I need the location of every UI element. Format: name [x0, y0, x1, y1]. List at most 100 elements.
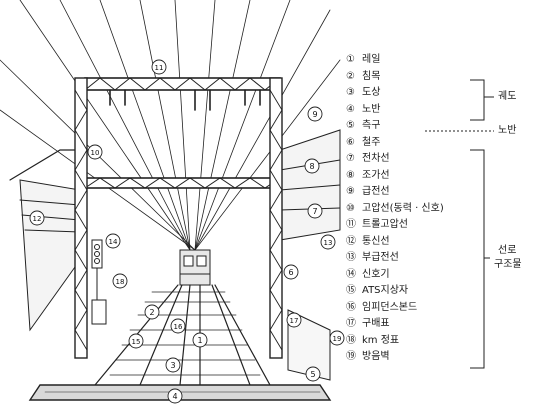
legend-number: ④ — [346, 103, 355, 115]
legend-label: 노반 — [362, 103, 381, 115]
legend-number: ⑦ — [346, 153, 355, 164]
legend-label: 레일 — [362, 54, 381, 65]
track — [94, 284, 271, 386]
callout-13: 13 — [320, 234, 336, 250]
legend-number: ⑩ — [346, 202, 355, 214]
legend-item: ④ 노반 — [346, 103, 380, 117]
legend-item: ⑥ 철주 — [346, 136, 380, 150]
svg-text:4: 4 — [172, 392, 177, 401]
legend-label: 측구 — [362, 120, 381, 131]
svg-text:8: 8 — [309, 162, 314, 171]
overhead-wires — [0, 0, 341, 251]
legend-label: ATS지상자 — [362, 285, 409, 296]
right-embankment — [279, 129, 341, 241]
callout-14: 14 — [105, 233, 121, 249]
legend-label: 신호기 — [362, 268, 390, 280]
legend-number: ⑪ — [346, 219, 356, 230]
legend-number: ⑮ — [346, 285, 356, 296]
svg-text:6: 6 — [288, 268, 293, 277]
callout-5: 5 — [305, 366, 321, 382]
noise-wall — [287, 309, 331, 381]
legend-number: ⑬ — [346, 252, 356, 263]
callout-9: 9 — [307, 106, 323, 122]
callout-10: 10 — [87, 144, 103, 160]
svg-text:2: 2 — [149, 308, 154, 317]
legend-label: 임피던스본드 — [362, 301, 418, 313]
svg-text:3: 3 — [170, 361, 175, 370]
legend-number: ⑭ — [346, 268, 356, 280]
legend-item: ⑬ 부급전선 — [346, 251, 399, 265]
legend-number: ⑧ — [346, 169, 355, 181]
callout-16: 16 — [170, 318, 186, 334]
callout-15: 15 — [128, 333, 144, 349]
train — [179, 249, 211, 286]
legend-item: ⑱ km 정표 — [346, 334, 399, 348]
svg-text:1: 1 — [197, 336, 202, 345]
legend-label: 침목 — [362, 70, 381, 82]
legend-label: 전차선 — [362, 153, 390, 164]
legend-number: ⑰ — [346, 318, 356, 329]
group-label-track: 궤도 — [498, 91, 517, 102]
legend-label: km 정표 — [362, 334, 400, 346]
svg-text:10: 10 — [91, 149, 100, 157]
legend-label: 조가선 — [362, 169, 390, 181]
callout-1: 1 — [192, 332, 208, 348]
callout-17: 17 — [286, 312, 302, 328]
legend-number: ① — [346, 54, 355, 65]
legend-item: ⑫ 통신선 — [346, 235, 390, 249]
legend-label: 통신선 — [362, 235, 390, 247]
legend-label: 급전선 — [362, 186, 390, 197]
callout-19: 19 — [329, 330, 345, 346]
legend-number: ⑲ — [346, 351, 356, 362]
legend-number: ⑥ — [346, 136, 355, 148]
legend-label: 트롤고압선 — [362, 219, 408, 230]
legend-item: ⑤ 측구 — [346, 119, 380, 133]
callout-18: 18 — [112, 273, 128, 289]
legend-label: 구배표 — [362, 318, 390, 329]
svg-text:14: 14 — [109, 238, 118, 246]
callout-7: 7 — [307, 203, 323, 219]
legend-number: ⑫ — [346, 235, 356, 247]
group-label-line-structure-1: 선로 — [498, 245, 517, 256]
legend-item: ② 침목 — [346, 70, 380, 84]
callout-6: 6 — [283, 264, 299, 280]
legend-number: ⑯ — [346, 301, 356, 313]
legend-number: ⑱ — [346, 334, 356, 346]
legend-label: 철주 — [362, 136, 381, 148]
legend-item: ⑰ 구배표 — [346, 317, 390, 331]
svg-text:16: 16 — [174, 323, 183, 331]
steel-poles — [74, 77, 283, 359]
callout-4: 4 — [167, 388, 183, 404]
signal — [91, 239, 107, 325]
group-label-line-structure-2: 구조물 — [494, 259, 522, 270]
legend-label: 방음벽 — [362, 351, 390, 362]
legend-item: ⑪ 트롤고압선 — [346, 218, 408, 232]
svg-text:13: 13 — [324, 239, 333, 247]
callout-11: 11 — [151, 59, 167, 75]
svg-text:17: 17 — [290, 317, 299, 325]
legend-item: ① 레일 — [346, 53, 380, 67]
legend-item: ⑧ 조가선 — [346, 169, 390, 183]
legend-item: ⑩ 고압선(동력 · 신호) — [346, 202, 444, 216]
callout-3: 3 — [165, 357, 181, 373]
legend-item: ⑭ 신호기 — [346, 268, 390, 282]
legend-item: ⑦ 전차선 — [346, 152, 390, 166]
legend-label: 부급전선 — [362, 252, 399, 263]
legend-number: ③ — [346, 87, 355, 98]
legend-item: ⑲ 방음벽 — [346, 350, 390, 364]
svg-text:12: 12 — [33, 215, 42, 223]
group-label-roadbed: 노반 — [498, 125, 517, 136]
legend-number: ⑤ — [346, 120, 355, 131]
legend-item: ⑮ ATS지상자 — [346, 284, 408, 298]
svg-text:18: 18 — [116, 278, 125, 286]
legend-number: ② — [346, 70, 355, 82]
legend-label: 고압선(동력 · 신호) — [362, 202, 444, 214]
svg-text:5: 5 — [310, 370, 315, 379]
svg-text:15: 15 — [132, 338, 141, 346]
callout-2: 2 — [144, 304, 160, 320]
svg-text:19: 19 — [333, 335, 342, 343]
